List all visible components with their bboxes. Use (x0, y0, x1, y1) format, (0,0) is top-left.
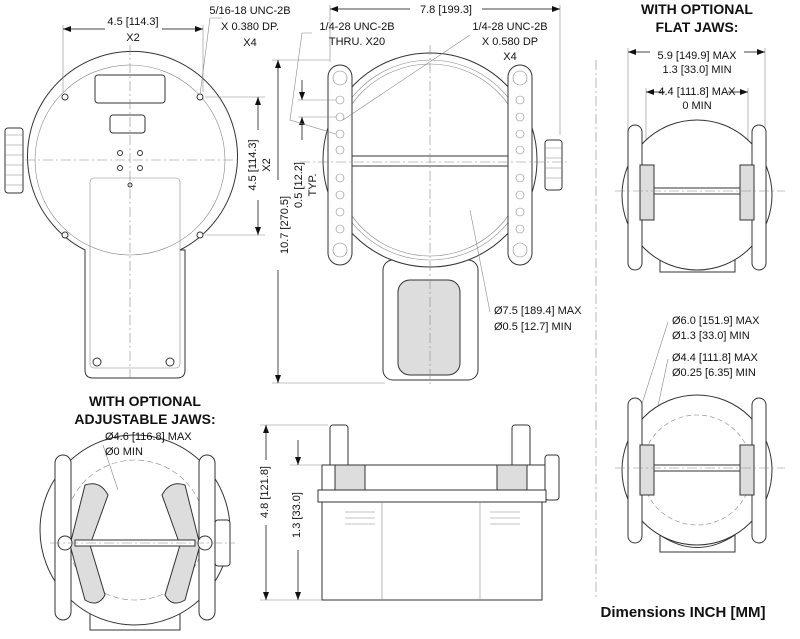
overall-height-dimension: 10.7 [270.5] (279, 196, 291, 254)
adjustable-capacity-max: Ø4.6 [116.8] MAX (105, 431, 192, 443)
round-inner-max: Ø4.4 [111.8] MAX (672, 352, 758, 364)
flat-jaws-title-line1: WITH OPTIONAL (641, 1, 753, 17)
round-outer-min: Ø1.3 [33.0] MIN (672, 330, 750, 342)
depth-callout-line2: X 0.580 DP (482, 36, 538, 48)
flat-jaws-view: WITH OPTIONAL FLAT JAWS: 5.9 [149.9] MAX… (615, 1, 785, 273)
round-outer-max: Ø6.0 [151.9] MAX (672, 315, 760, 327)
thread-callout-line2: X 0.380 DP. (221, 21, 279, 33)
flat-outer-max: 5.9 [149.9] MAX (658, 50, 738, 62)
thread-callout-line1: 5/16-18 UNC-2B (209, 5, 290, 17)
depth-callout-line1: 1/4-28 UNC-2B (472, 21, 547, 33)
width-quantity: X2 (126, 32, 139, 44)
thru-callout-line1: 1/4-28 UNC-2B (319, 21, 394, 33)
adjustable-capacity-min: Ø0 MIN (105, 446, 143, 458)
top-left-view: 4.5 [114.3] X2 4.5 [114.3] X2 5/16-18 UN… (4, 5, 291, 380)
width-dimension: 4.5 [114.3] (107, 16, 158, 28)
flat-inner-max: 4.4 [111.8] MAX (658, 86, 736, 98)
flat-inner-min: 0 MIN (682, 100, 711, 112)
round-jaws-view: Ø6.0 [151.9] MAX Ø1.3 [33.0] MIN Ø4.4 [1… (615, 315, 785, 553)
pitch-dimension: 0.5 [12.2] (293, 162, 305, 208)
flat-jaws-title-line2: FLAT JAWS: (656, 19, 739, 35)
side-overall-height: 4.8 [121.8] (259, 466, 271, 518)
adjustable-jaws-view: WITH OPTIONAL ADJUSTABLE JAWS: Ø4.6 [116… (39, 393, 235, 631)
thread-callout-line3: X4 (243, 37, 256, 49)
pitch-note: TYP. (307, 173, 319, 196)
side-view: 4.8 [121.8] 1.3 [33.0] (259, 424, 560, 601)
units-note: Dimensions INCH [MM] (601, 604, 766, 621)
height-quantity: X2 (261, 158, 273, 171)
height-dimension: 4.5 [114.3] (247, 139, 259, 190)
top-center-view: 7.8 [199.3] 10.7 [270.5] 0.5 [12.2] TYP.… (272, 4, 582, 385)
side-base-height: 1.3 [33.0] (291, 492, 303, 538)
capacity-min: Ø0.5 [12.7] MIN (494, 321, 572, 333)
adjustable-title-line1: WITH OPTIONAL (89, 393, 201, 409)
thru-callout-line2: THRU. X20 (329, 36, 385, 48)
capacity-max: Ø7.5 [189.4] MAX (494, 305, 582, 317)
depth-callout-line3: X4 (503, 51, 516, 63)
overall-width-dimension: 7.8 [199.3] (420, 4, 472, 16)
adjustable-title-line2: ADJUSTABLE JAWS: (74, 411, 215, 427)
round-inner-min: Ø0.25 [6.35] MIN (672, 367, 756, 379)
flat-outer-min: 1.3 [33.0] MIN (662, 64, 731, 76)
